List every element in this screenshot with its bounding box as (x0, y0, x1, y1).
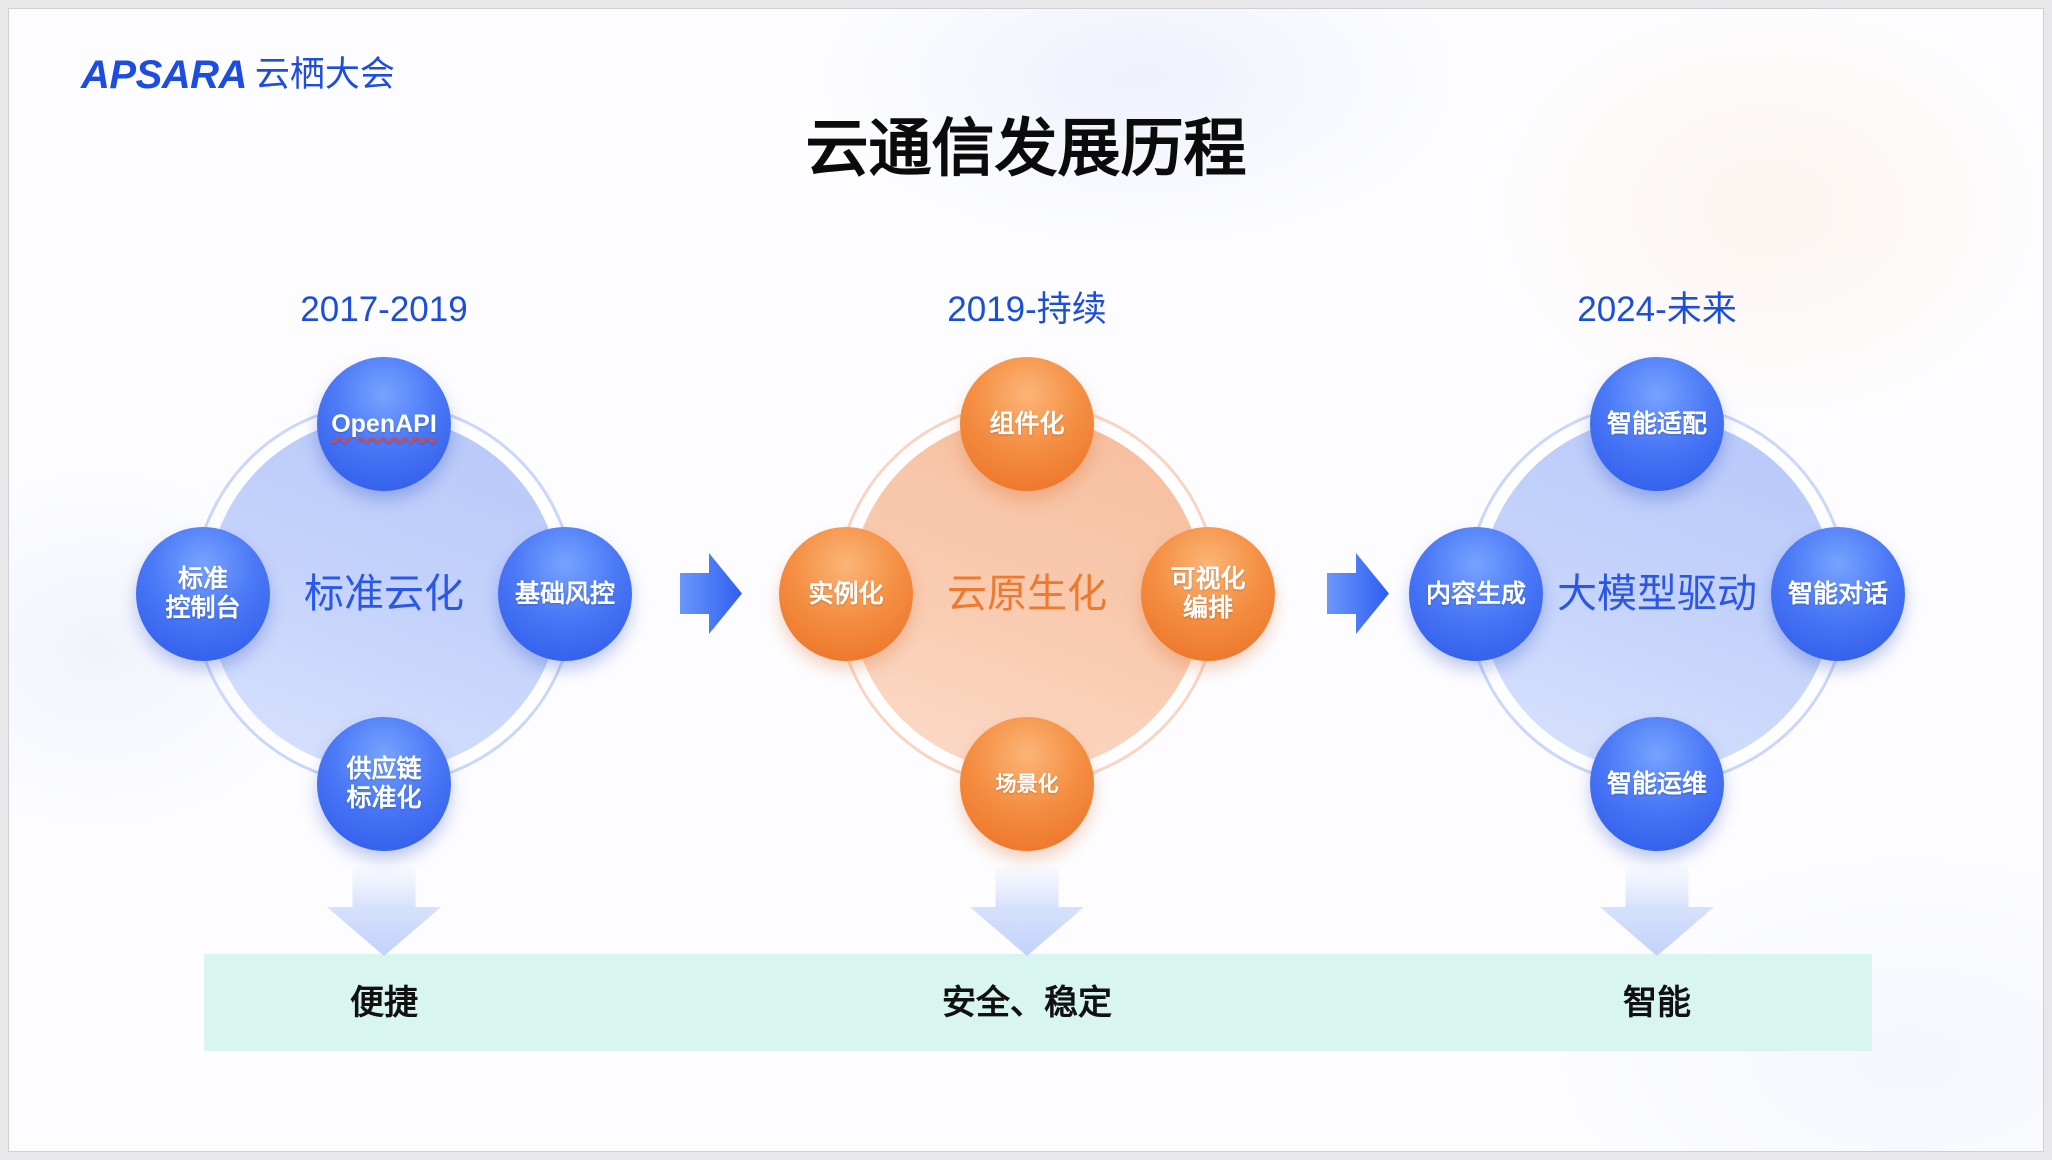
logo-event-name: 云栖大会 (254, 55, 395, 94)
stage-theme-label: 云原生化 (947, 572, 1107, 616)
event-logo: APSARA 云栖大会 (81, 53, 395, 97)
node-label-line: 控制台 (165, 594, 241, 622)
node-label-line: 内容生成 (1425, 579, 1526, 608)
node-componentization: 组件化 (960, 357, 1094, 491)
slide-canvas: APSARA 云栖大会 云通信发展历程 便捷 安全、稳定 智能 2017-201… (8, 8, 2044, 1152)
node-scenario: 场景化 (960, 717, 1094, 851)
node-label-line: OpenAPI (331, 409, 437, 438)
outcome-label-intelligence: 智能 (1623, 984, 1691, 1022)
down-arrow-icon (327, 867, 441, 956)
outcome-label-convenience: 便捷 (350, 984, 418, 1022)
node-label-line: 基础风控 (514, 579, 615, 608)
down-arrow-icon (1600, 867, 1714, 956)
node-openapi: OpenAPI (317, 357, 451, 491)
node-standard-console: 标准 控制台 (136, 527, 270, 661)
node-label-line: 实例化 (808, 579, 884, 608)
node-label-line: 智能适配 (1606, 409, 1707, 438)
node-label-line: 智能运维 (1606, 769, 1707, 798)
node-label-line: 编排 (1182, 594, 1233, 622)
node-label-line: 供应链 (346, 755, 422, 783)
stage-period-label: 2017-2019 (300, 290, 468, 329)
slide-title: 云通信发展历程 (805, 114, 1247, 184)
right-arrow-icon (1327, 553, 1389, 634)
node-supply-chain-standardization: 供应链 标准化 (317, 717, 451, 851)
stage-standard-cloud: 2017-2019 标准云化 OpenAPI 标准 控制台 基础风控 供应链 标… (124, 279, 644, 959)
node-instantiation: 实例化 (779, 527, 913, 661)
right-arrow-icon (1327, 553, 1389, 634)
node-label-line: 标准 (177, 565, 228, 593)
stage-llm-driven: 2024-未来 大模型驱动 智能适配 内容生成 智能对话 智能运维 (1397, 279, 1917, 959)
logo-brand-text: APSARA (81, 53, 247, 97)
down-arrow-icon (327, 867, 441, 956)
node-label-line: 可视化 (1170, 565, 1246, 593)
stage-period-label: 2024-未来 (1577, 290, 1737, 329)
right-arrow-icon (680, 553, 742, 634)
down-arrow-icon (970, 867, 1084, 956)
outcome-label-security-stability: 安全、稳定 (942, 984, 1112, 1022)
node-smart-adaptation: 智能适配 (1590, 357, 1724, 491)
stage-period-label: 2019-持续 (947, 290, 1107, 329)
node-content-generation: 内容生成 (1409, 527, 1543, 661)
stage-cloud-native: 2019-持续 云原生化 组件化 实例化 可视化 编排 场景化 (767, 279, 1287, 959)
stage-theme-label: 标准云化 (304, 572, 464, 616)
node-label-line: 场景化 (995, 772, 1059, 796)
node-label-line: 组件化 (989, 409, 1065, 438)
stage-theme-label: 大模型驱动 (1557, 572, 1757, 616)
node-basic-risk-control: 基础风控 (498, 527, 632, 661)
node-visual-orchestration: 可视化 编排 (1141, 527, 1275, 661)
right-arrow-icon (680, 553, 742, 634)
down-arrow-icon (970, 867, 1084, 956)
outcome-band: 便捷 安全、稳定 智能 (204, 954, 1872, 1051)
node-label-line: 智能对话 (1787, 579, 1888, 608)
node-smart-dialog: 智能对话 (1771, 527, 1905, 661)
down-arrow-icon (1600, 867, 1714, 956)
node-label-line: 标准化 (346, 784, 422, 812)
node-smart-ops: 智能运维 (1590, 717, 1724, 851)
